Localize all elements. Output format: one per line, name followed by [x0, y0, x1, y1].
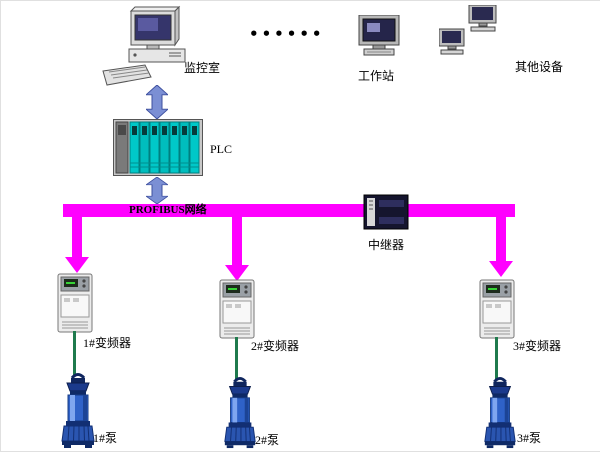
pump-icon-2 [220, 377, 260, 449]
workstation-label: 工作站 [358, 67, 394, 84]
vfd-pump-line-2 [235, 337, 238, 379]
vfd-pump-line-1 [73, 331, 76, 375]
pump-label-3: 3#泵 [517, 429, 541, 446]
vfd-label-3: 3#变频器 [513, 337, 561, 354]
profibus-label: PROFIBUS网络 [129, 204, 207, 217]
other-devices-icon [439, 5, 511, 61]
dots-ellipsis: •••••• [249, 25, 325, 43]
repeater-icon [363, 194, 409, 230]
bus-drop-arrow-1 [65, 217, 89, 273]
pump-label-1: 1#泵 [93, 429, 117, 446]
vfd-pump-line-3 [495, 337, 498, 379]
monitor-room-label: 监控室 [184, 59, 220, 76]
vfd-icon-2 [219, 279, 255, 339]
plc-label: PLC [210, 142, 232, 157]
link-arrow-computer-plc [146, 85, 168, 119]
pump-icon-1 [58, 373, 98, 449]
vfd-label-1: 1#变频器 [83, 334, 131, 351]
vfd-label-2: 2#变频器 [251, 337, 299, 354]
vfd-icon-3 [479, 279, 515, 339]
pump-label-2: 2#泵 [255, 431, 279, 448]
vfd-icon-1 [57, 273, 93, 333]
workstation-icon [355, 15, 403, 67]
other-devices-label: 其他设备 [515, 58, 563, 75]
link-arrow-plc-bus [146, 177, 168, 204]
bus-drop-arrow-2 [225, 217, 249, 281]
pump-icon-3 [480, 377, 520, 449]
repeater-label: 中继器 [368, 236, 404, 253]
plc-rack-icon [113, 119, 203, 176]
bus-drop-arrow-3 [489, 217, 513, 277]
monitor-room-computer-icon [101, 5, 196, 87]
